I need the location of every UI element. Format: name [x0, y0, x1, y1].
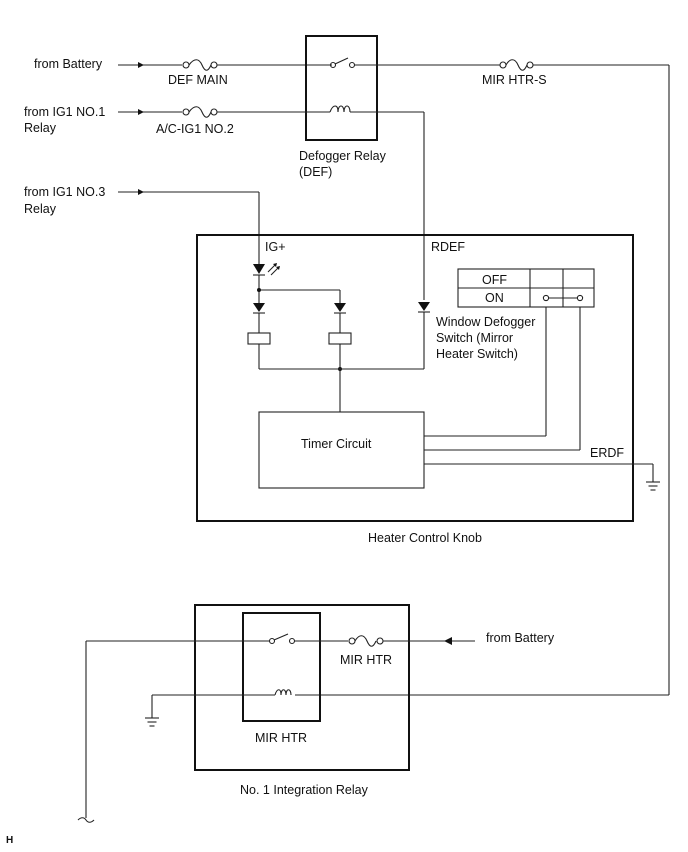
ig1-no3-label-2: Relay — [24, 202, 57, 216]
timer-circuit-label: Timer Circuit — [301, 437, 372, 451]
resistor-icon — [247, 332, 271, 345]
fuse-mir-htr-s: MIR HTR-S — [295, 59, 670, 696]
rdef-label: RDEF — [431, 240, 465, 254]
diode-icon — [418, 302, 430, 313]
switch-on-label: ON — [485, 291, 504, 305]
led-icon — [253, 263, 280, 276]
ig1-no3-feed: from IG1 NO.3 Relay — [24, 185, 260, 264]
defogger-relay: Defogger Relay (DEF) — [299, 35, 500, 179]
mir-htr-fuse-label: MIR HTR — [340, 653, 392, 667]
def-main-label: DEF MAIN — [168, 73, 228, 87]
corner-mark: H — [6, 835, 13, 846]
ig1-no3-label-1: from IG1 NO.3 — [24, 185, 105, 199]
switch-label-2: Switch (Mirror — [436, 331, 513, 345]
erdf-label: ERDF — [590, 446, 624, 460]
window-defogger-switch: OFF ON Window Defogger Switch (Mirror He… — [436, 268, 595, 361]
ground-icon — [646, 481, 660, 491]
ig1-no1-label-1: from IG1 NO.1 — [24, 105, 105, 119]
mir-htr-s-label: MIR HTR-S — [482, 73, 547, 87]
ig1-no1-label-2: Relay — [24, 121, 57, 135]
from-battery-top-label: from Battery — [34, 57, 103, 71]
heater-control-knob: IG+ RDEF Heater Control Knob — [196, 234, 660, 545]
arrow-icon — [138, 62, 144, 68]
defogger-relay-label-2: (DEF) — [299, 165, 332, 179]
integration-relay-inner-label: MIR HTR — [255, 731, 307, 745]
diode-icon — [253, 303, 265, 314]
switch-label-3: Heater Switch) — [436, 347, 518, 361]
ig1-no1-feed: from IG1 NO.1 Relay A/C-IG1 NO.2 — [24, 105, 425, 300]
ig-plus-label: IG+ — [265, 240, 286, 254]
defogger-relay-label-1: Defogger Relay — [299, 149, 387, 163]
ground-icon — [145, 717, 159, 727]
switch-label-1: Window Defogger — [436, 315, 535, 329]
heater-control-knob-label: Heater Control Knob — [368, 531, 482, 545]
arrow-icon — [138, 109, 144, 115]
diode-icon — [334, 303, 346, 314]
switch-off-label: OFF — [482, 273, 507, 287]
from-battery-bottom-label: from Battery — [486, 631, 555, 645]
battery-feed-top: from Battery — [34, 57, 182, 71]
ac-ig1-label: A/C-IG1 NO.2 — [156, 122, 234, 136]
wire-break-icon — [77, 817, 95, 823]
resistor-icon — [328, 332, 352, 345]
integration-relay-label: No. 1 Integration Relay — [240, 783, 369, 797]
arrow-icon — [444, 637, 452, 645]
integration-relay: MIR HTR No. 1 Integration Relay MIR HTR … — [77, 604, 555, 823]
arrow-icon — [138, 189, 144, 195]
fuse-def-main: DEF MAIN — [168, 59, 332, 87]
